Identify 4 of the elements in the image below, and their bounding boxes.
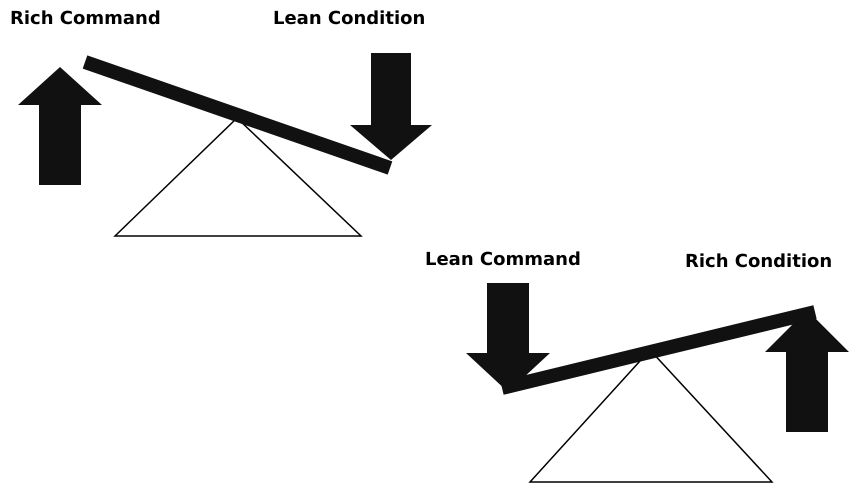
force-label: Lean Condition (273, 9, 426, 29)
force-label: Rich Condition (685, 252, 832, 272)
force-label: Lean Command (425, 250, 581, 270)
force-label: Rich Command (10, 9, 161, 29)
